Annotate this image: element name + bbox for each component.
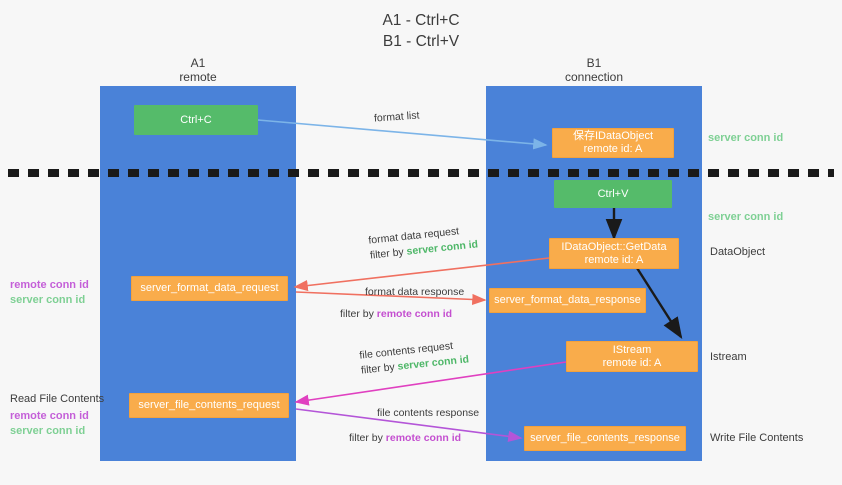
node-getdata-line2: remote id: A: [584, 253, 644, 266]
side-note-right-write-file-contents: Write File Contents: [710, 432, 804, 444]
side-note-left-conn-ids: remote conn id server conn id: [10, 278, 89, 308]
side-note-read-file-contents-heading: Read File Contents: [10, 393, 105, 405]
node-server-file-contents-response[interactable]: server_file_contents_response: [524, 426, 686, 451]
side-note-right-server-conn-id-second: server conn id: [708, 211, 784, 223]
node-save-dataobject-line1: 保存IDataObject: [572, 130, 654, 142]
node-istream-line2: remote id: A: [602, 356, 662, 369]
lane-a1-sub: remote: [179, 70, 217, 84]
node-ctrl-v[interactable]: Ctrl+V: [554, 180, 672, 208]
side-note-read-file-contents: Read File Contents remote conn id server…: [10, 392, 104, 439]
node-server-format-data-request-label: server_format_data_request: [140, 282, 279, 294]
node-istream[interactable]: IStream remote id: A: [566, 341, 698, 372]
node-server-file-contents-response-label: server_file_contents_response: [530, 432, 680, 444]
node-server-file-contents-request[interactable]: server_file_contents_request: [129, 393, 289, 418]
lane-header-b1: B1 connection: [486, 56, 702, 84]
edge-label-file-contents-request: file contents request filter by server c…: [359, 337, 470, 378]
lane-b1-name: B1: [586, 56, 602, 70]
edge-label-file-contents-response-line1: file contents response: [377, 407, 480, 419]
node-server-format-data-response[interactable]: server_format_data_response: [489, 288, 646, 313]
edge-label-format-data-response: format data response filter by remote co…: [340, 285, 465, 322]
side-note-remote-conn-id: remote conn id: [10, 410, 89, 422]
node-ctrl-v-label: Ctrl+V: [597, 187, 629, 200]
filter-token-remote-conn-id: remote conn id: [376, 308, 453, 320]
node-server-format-data-request[interactable]: server_format_data_request: [131, 276, 288, 301]
edge-label-format-list: format list: [374, 108, 420, 126]
edge-label-file-contents-response-line2: filter by remote conn id: [349, 431, 479, 446]
lane-b1-sub: connection: [564, 70, 624, 84]
lane-header-a1: A1 remote: [100, 56, 296, 84]
edge-label-format-data-request: format data request filter by server con…: [368, 222, 479, 263]
filter-prefix: filter by: [369, 245, 408, 262]
node-istream-line1: IStream: [612, 343, 652, 356]
edge-label-format-data-response-line2: filter by remote conn id: [340, 307, 464, 322]
side-note-remote-conn-id: remote conn id: [10, 279, 89, 291]
lane-a1-name: A1: [190, 56, 206, 70]
node-ctrl-c-label: Ctrl+C: [180, 113, 212, 126]
title-line-1: A1 - Ctrl+C: [382, 12, 460, 29]
edge-label-file-contents-response: file contents response filter by remote …: [349, 406, 480, 446]
filter-prefix: filter by: [360, 360, 399, 377]
node-server-format-data-response-label: server_format_data_response: [494, 294, 641, 306]
side-note-right-dataobject: DataObject: [710, 246, 766, 258]
side-note-server-conn-id: server conn id: [10, 294, 86, 306]
side-note-right-server-conn-id-top: server conn id: [708, 132, 784, 144]
node-ctrl-c[interactable]: Ctrl+C: [134, 105, 258, 135]
filter-prefix: filter by: [349, 432, 386, 444]
page-title: A1 - Ctrl+C B1 - Ctrl+V: [0, 10, 842, 52]
edge-label-format-data-response-line1: format data response: [365, 286, 465, 298]
node-save-dataobject-line2: remote id: A: [583, 143, 643, 155]
node-save-dataobject[interactable]: 保存IDataObject remote id: A: [552, 128, 674, 158]
title-line-2: B1 - Ctrl+V: [382, 33, 460, 50]
side-note-server-conn-id: server conn id: [10, 425, 86, 437]
filter-prefix: filter by: [340, 308, 377, 320]
side-note-right-istream: Istream: [710, 351, 747, 363]
edge-label-format-list-text: format list: [373, 109, 420, 125]
node-getdata-line1: IDataObject::GetData: [561, 240, 667, 253]
node-getdata[interactable]: IDataObject::GetData remote id: A: [549, 238, 679, 269]
node-server-file-contents-request-label: server_file_contents_request: [138, 399, 280, 411]
filter-token-remote-conn-id: remote conn id: [385, 432, 462, 444]
